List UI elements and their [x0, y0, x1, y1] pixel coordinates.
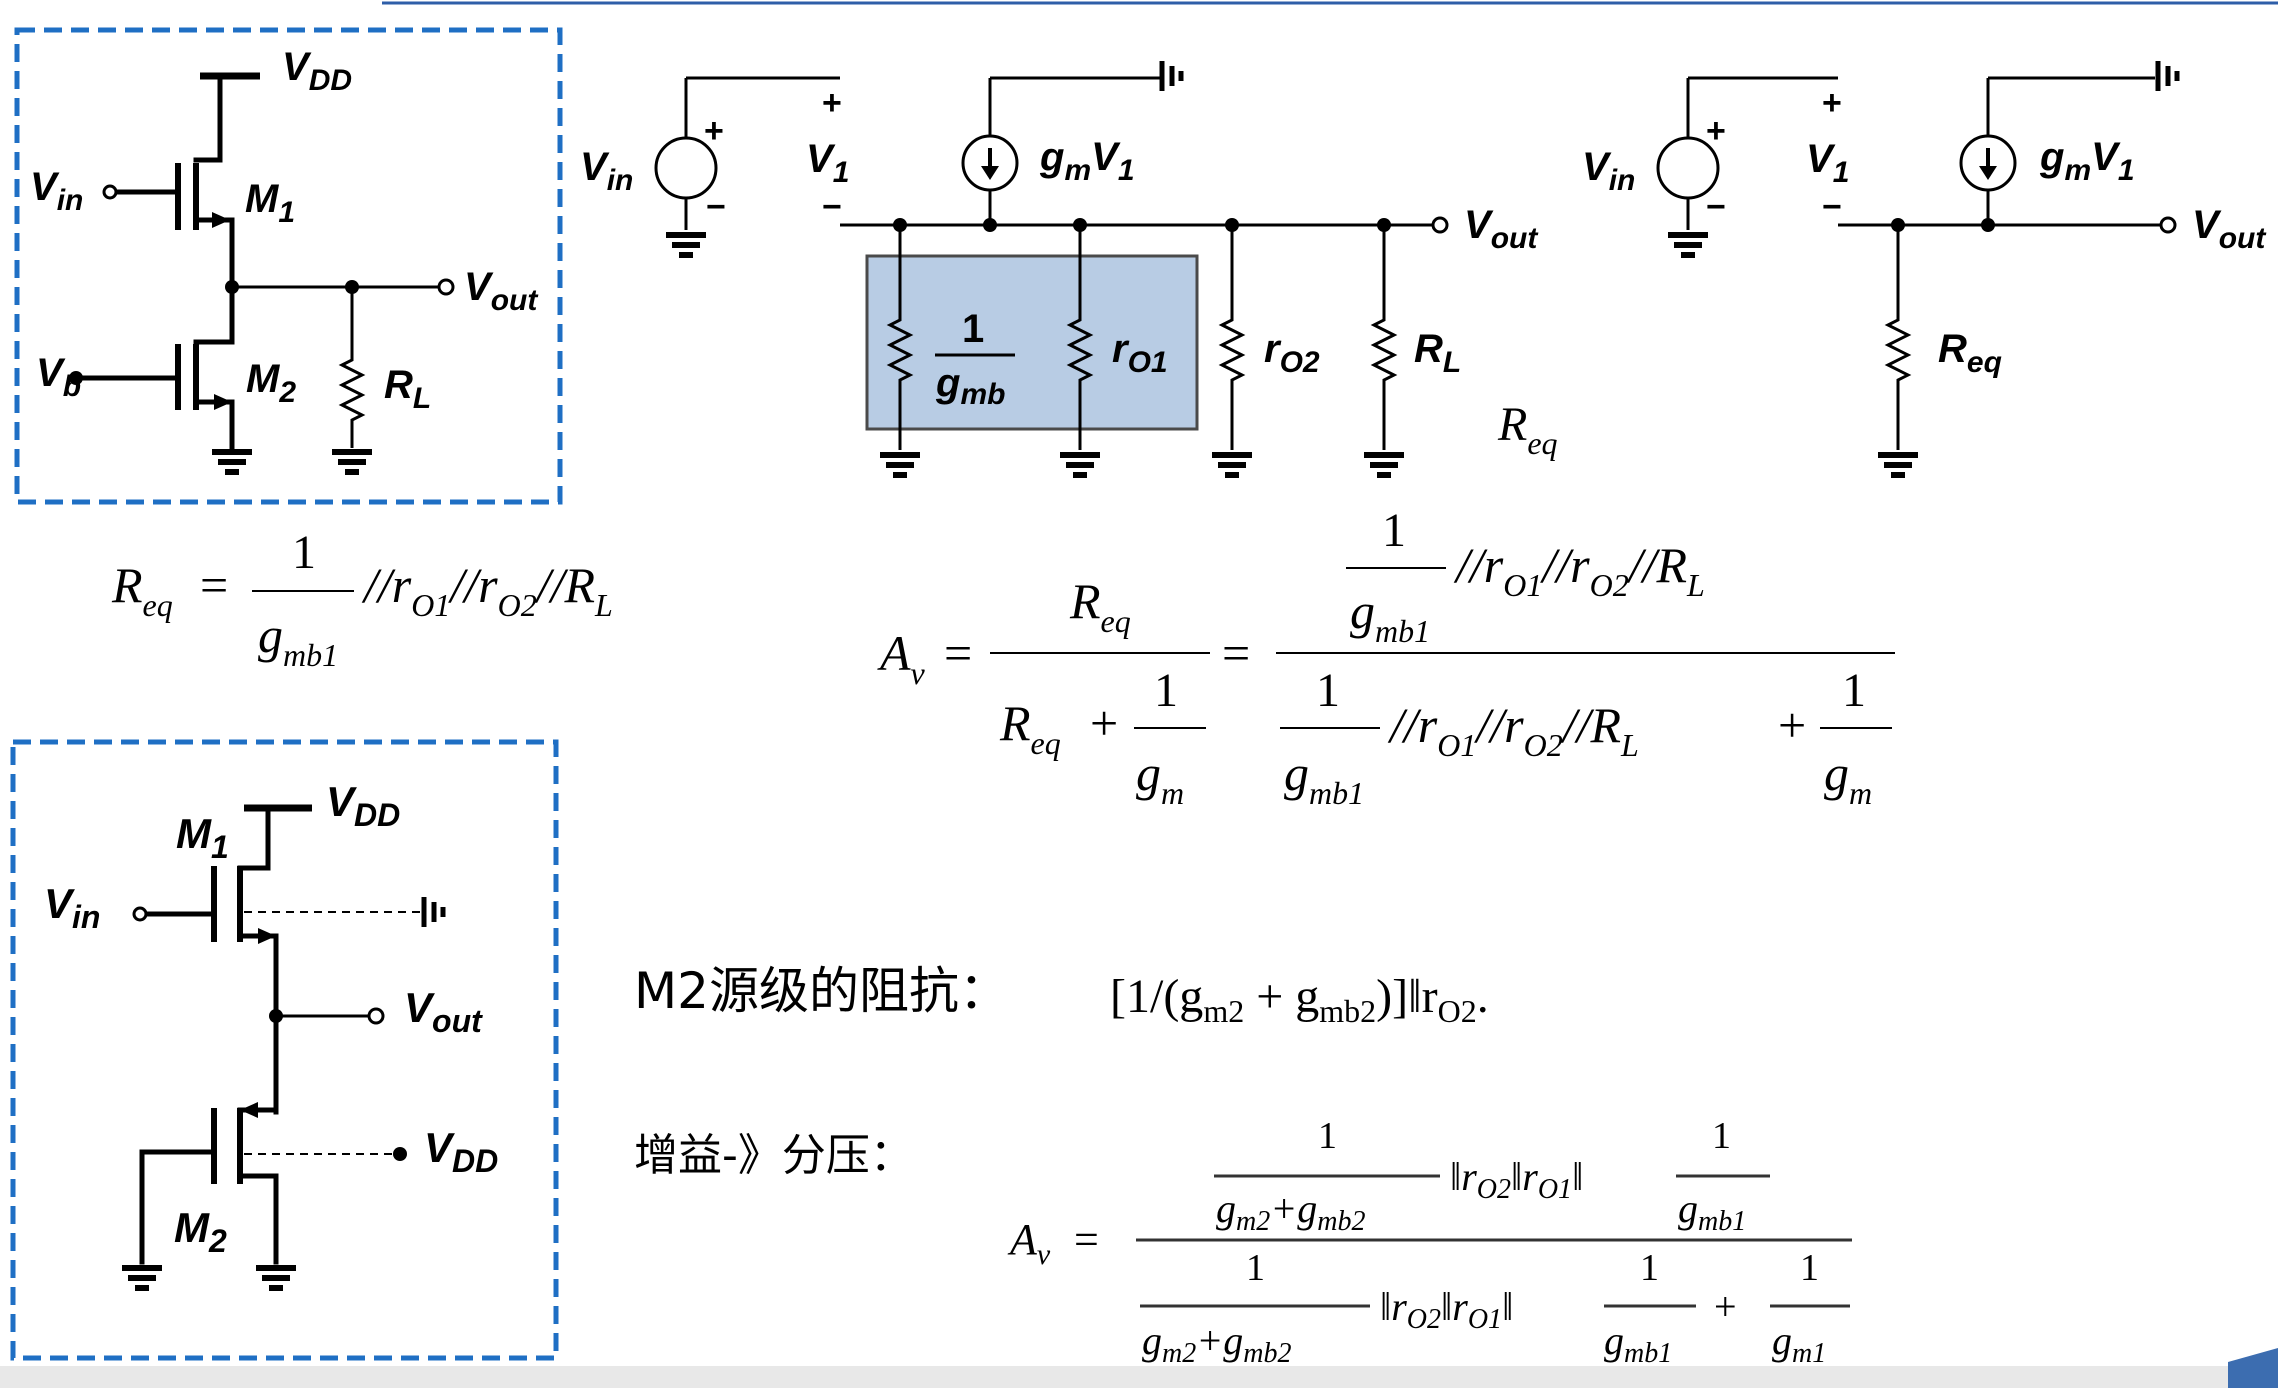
c1-m1-label: M1: [245, 177, 295, 229]
c1-m2-label: M2: [246, 357, 296, 409]
svg-text:+: +: [1778, 697, 1806, 753]
svg-text://rO1//rO2//RL: //rO1//rO2//RL: [1453, 537, 1705, 603]
svg-text:1: 1: [1842, 664, 1866, 717]
ss-vin-label: Vin: [580, 145, 633, 197]
av-equation: Av = Req Req + 1 gm = 1 gmb1 //rO1//rO2/…: [877, 504, 1895, 811]
gain-divider-label: 增益-》分压：: [634, 1130, 914, 1181]
svg-text:=: =: [944, 625, 972, 681]
ss-minus-v1: −: [822, 188, 842, 226]
ss-gm-label: gmV1: [1039, 135, 1135, 187]
svg-text:Av: Av: [877, 625, 926, 691]
svg-text:gmb1: gmb1: [1350, 583, 1430, 649]
sm-gm-label: gmV1: [2039, 135, 2135, 187]
svg-text:1: 1: [1318, 1115, 1337, 1157]
svg-text:gmb1: gmb1: [258, 607, 338, 673]
sm-vout-label: Vout: [2192, 203, 2267, 255]
sm-minus-v1: −: [1822, 188, 1842, 226]
c1-rl-label: RL: [384, 363, 431, 415]
ss-v1-label: V1: [806, 137, 849, 189]
svg-text:Req: Req: [1069, 573, 1131, 639]
sm-plus-src: +: [1706, 112, 1726, 150]
svg-text:1: 1: [1246, 1247, 1265, 1289]
sm-req-label: Req: [1938, 327, 2002, 379]
svg-text:1: 1: [1712, 1115, 1731, 1157]
svg-text:1: 1: [1154, 664, 1178, 717]
c2-vdd2-label: VDD: [424, 1124, 498, 1179]
c1-vb-label: Vb: [36, 351, 81, 403]
svg-text://rO1//rO2//RL: //rO1//rO2//RL: [361, 557, 613, 623]
ss-ro2-label: rO2: [1264, 327, 1320, 379]
c2-m2-label: M2: [174, 1204, 227, 1259]
svg-text:Req: Req: [111, 557, 173, 623]
ss-gmb-num: 1: [962, 307, 984, 351]
svg-text:Req: Req: [999, 695, 1061, 761]
sm-minus-src: −: [1706, 188, 1726, 226]
sm-vin-label: Vin: [1582, 145, 1635, 197]
svg-text:gmb1: gmb1: [1284, 745, 1364, 811]
svg-text:‖rO2‖rO1‖: ‖rO2‖rO1‖: [1380, 1284, 1513, 1335]
req-highlight-box: [865, 254, 1199, 431]
sm-v1-label: V1: [1806, 137, 1849, 189]
ss-rl-label: RL: [1414, 327, 1461, 379]
svg-text://rO1//rO2//RL: //rO1//rO2//RL: [1387, 697, 1639, 763]
c1-vin-label: Vin: [30, 165, 83, 217]
svg-text:1: 1: [1800, 1247, 1819, 1289]
ss-gmb-den: gmb: [935, 361, 1005, 411]
svg-text:gm2+gmb2: gm2+gmb2: [1142, 1318, 1291, 1369]
ss-ro1-label: rO1: [1112, 327, 1168, 379]
svg-text:gm: gm: [1824, 745, 1872, 811]
svg-text:Av: Av: [1007, 1215, 1051, 1271]
svg-text:=: =: [1074, 1215, 1099, 1264]
m2-source-impedance-formula: [1/(gm2 + gmb2)]‖rO2.: [1110, 970, 1489, 1029]
svg-text:1: 1: [1382, 504, 1406, 557]
svg-text:1: 1: [1640, 1247, 1659, 1289]
ss-minus-src: −: [706, 188, 726, 226]
footer-strip: [0, 1366, 2278, 1388]
svg-text:=: =: [1222, 625, 1250, 681]
small-signal-circuit: Vin + − + V1 − Vout gmV1 1 gm: [580, 61, 1558, 475]
svg-text:+: +: [1714, 1284, 1737, 1329]
req-equation: Req = 1 gmb1 //rO1//rO2//RL: [111, 526, 613, 673]
simplified-circuit: Vin + − + V1 − Vout gmV1 Req: [1582, 61, 2267, 475]
ss-vout-label: Vout: [1464, 203, 1539, 255]
ss-plus-v1: +: [822, 84, 842, 122]
svg-text:‖rO2‖rO1‖: ‖rO2‖rO1‖: [1450, 1154, 1583, 1205]
svg-text:gm2+gmb2: gm2+gmb2: [1216, 1186, 1365, 1237]
m2-source-impedance-label: M2源级的阻抗：: [634, 962, 1009, 1020]
svg-text:gmb1: gmb1: [1678, 1186, 1746, 1237]
circuit1-box: VDD Vin M1 Vout Vb M2 RL: [14, 27, 563, 505]
svg-text:gm: gm: [1136, 745, 1184, 811]
ss-req-label: Req: [1497, 398, 1558, 461]
c2-vdd-label: VDD: [326, 778, 400, 833]
svg-text:1: 1: [1316, 664, 1340, 717]
sm-plus-v1: +: [1822, 84, 1842, 122]
svg-text:+: +: [1090, 695, 1118, 751]
av2-equation: Av = 1 gm2+gmb2 ‖rO2‖rO1‖ 1 gmb1 1 gm2+g…: [1007, 1115, 1852, 1369]
c1-vout-label: Vout: [464, 265, 539, 317]
svg-text:gm1: gm1: [1772, 1318, 1826, 1369]
c2-vin-label: Vin: [44, 880, 100, 935]
c2-vout-label: Vout: [404, 984, 483, 1039]
ss-plus-src: +: [704, 112, 724, 150]
c1-vdd-label: VDD: [282, 45, 352, 97]
svg-text:1: 1: [292, 526, 316, 579]
circuit2-box: M1 VDD Vin Vout VDD M2: [10, 739, 559, 1361]
nav-corner-icon[interactable]: [2228, 1348, 2278, 1388]
svg-text:=: =: [200, 557, 228, 613]
svg-text:gmb1: gmb1: [1604, 1318, 1672, 1369]
c2-m1-label: M1: [176, 810, 229, 865]
